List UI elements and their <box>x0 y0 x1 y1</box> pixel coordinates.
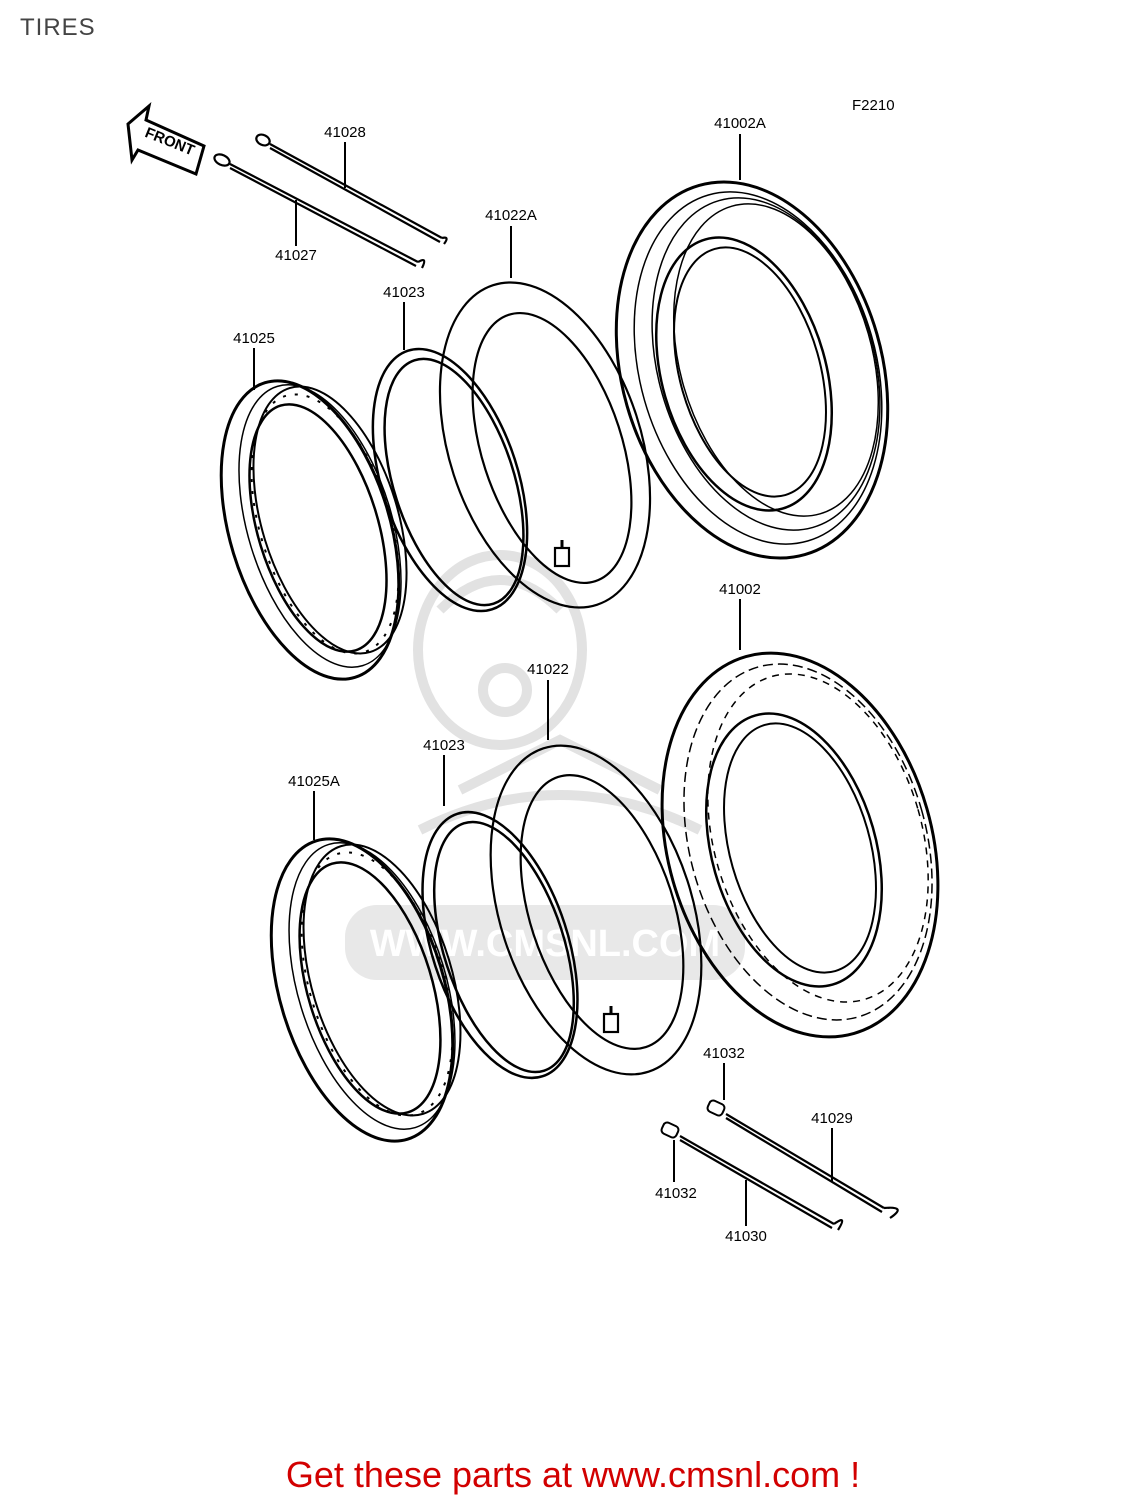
spoke-inner-front <box>213 153 426 269</box>
label-tire-rear: 41002 <box>719 581 761 598</box>
label-spoke-outer-rear: 41029 <box>811 1110 853 1127</box>
nipple-upper <box>706 1099 726 1117</box>
rim-band-rear <box>421 810 579 1080</box>
label-tube-front: 41022A <box>485 207 537 224</box>
label-nipple-lower: 41032 <box>655 1185 697 1202</box>
page-title: TIRES <box>20 14 96 41</box>
label-rim-rear: 41025A <box>288 773 340 790</box>
label-rim-band-front: 41023 <box>383 284 425 301</box>
label-nipple-upper: 41032 <box>703 1045 745 1062</box>
figure-code: F2210 <box>852 97 895 114</box>
label-spoke-outer-front: 41028 <box>324 124 366 141</box>
label-rim-band-rear: 41023 <box>423 737 465 754</box>
tire-rear <box>660 651 940 1039</box>
label-tire-front: 41002A <box>714 115 766 132</box>
spoke-outer-front <box>255 133 448 245</box>
label-spoke-inner-rear: 41030 <box>725 1228 767 1245</box>
rim-rear <box>269 837 462 1143</box>
tube-rear <box>489 744 703 1076</box>
spoke-outer-rear <box>725 1113 899 1219</box>
spoke-inner-rear <box>679 1135 844 1231</box>
label-spoke-inner-front: 41027 <box>275 247 317 264</box>
tire-front <box>614 180 890 560</box>
label-rim-front: 41025 <box>233 330 275 347</box>
leader-lines <box>253 134 833 1226</box>
label-tube-rear: 41022 <box>527 661 569 678</box>
nipple-lower <box>660 1121 680 1139</box>
front-direction-arrow: FRONT <box>126 101 206 177</box>
rim-front <box>219 379 408 681</box>
watermark-text: WWW.CMSNL.COM <box>370 923 720 965</box>
get-parts-link[interactable]: Get these parts at www.cmsnl.com ! <box>285 1454 861 1495</box>
tube-front <box>438 281 652 609</box>
